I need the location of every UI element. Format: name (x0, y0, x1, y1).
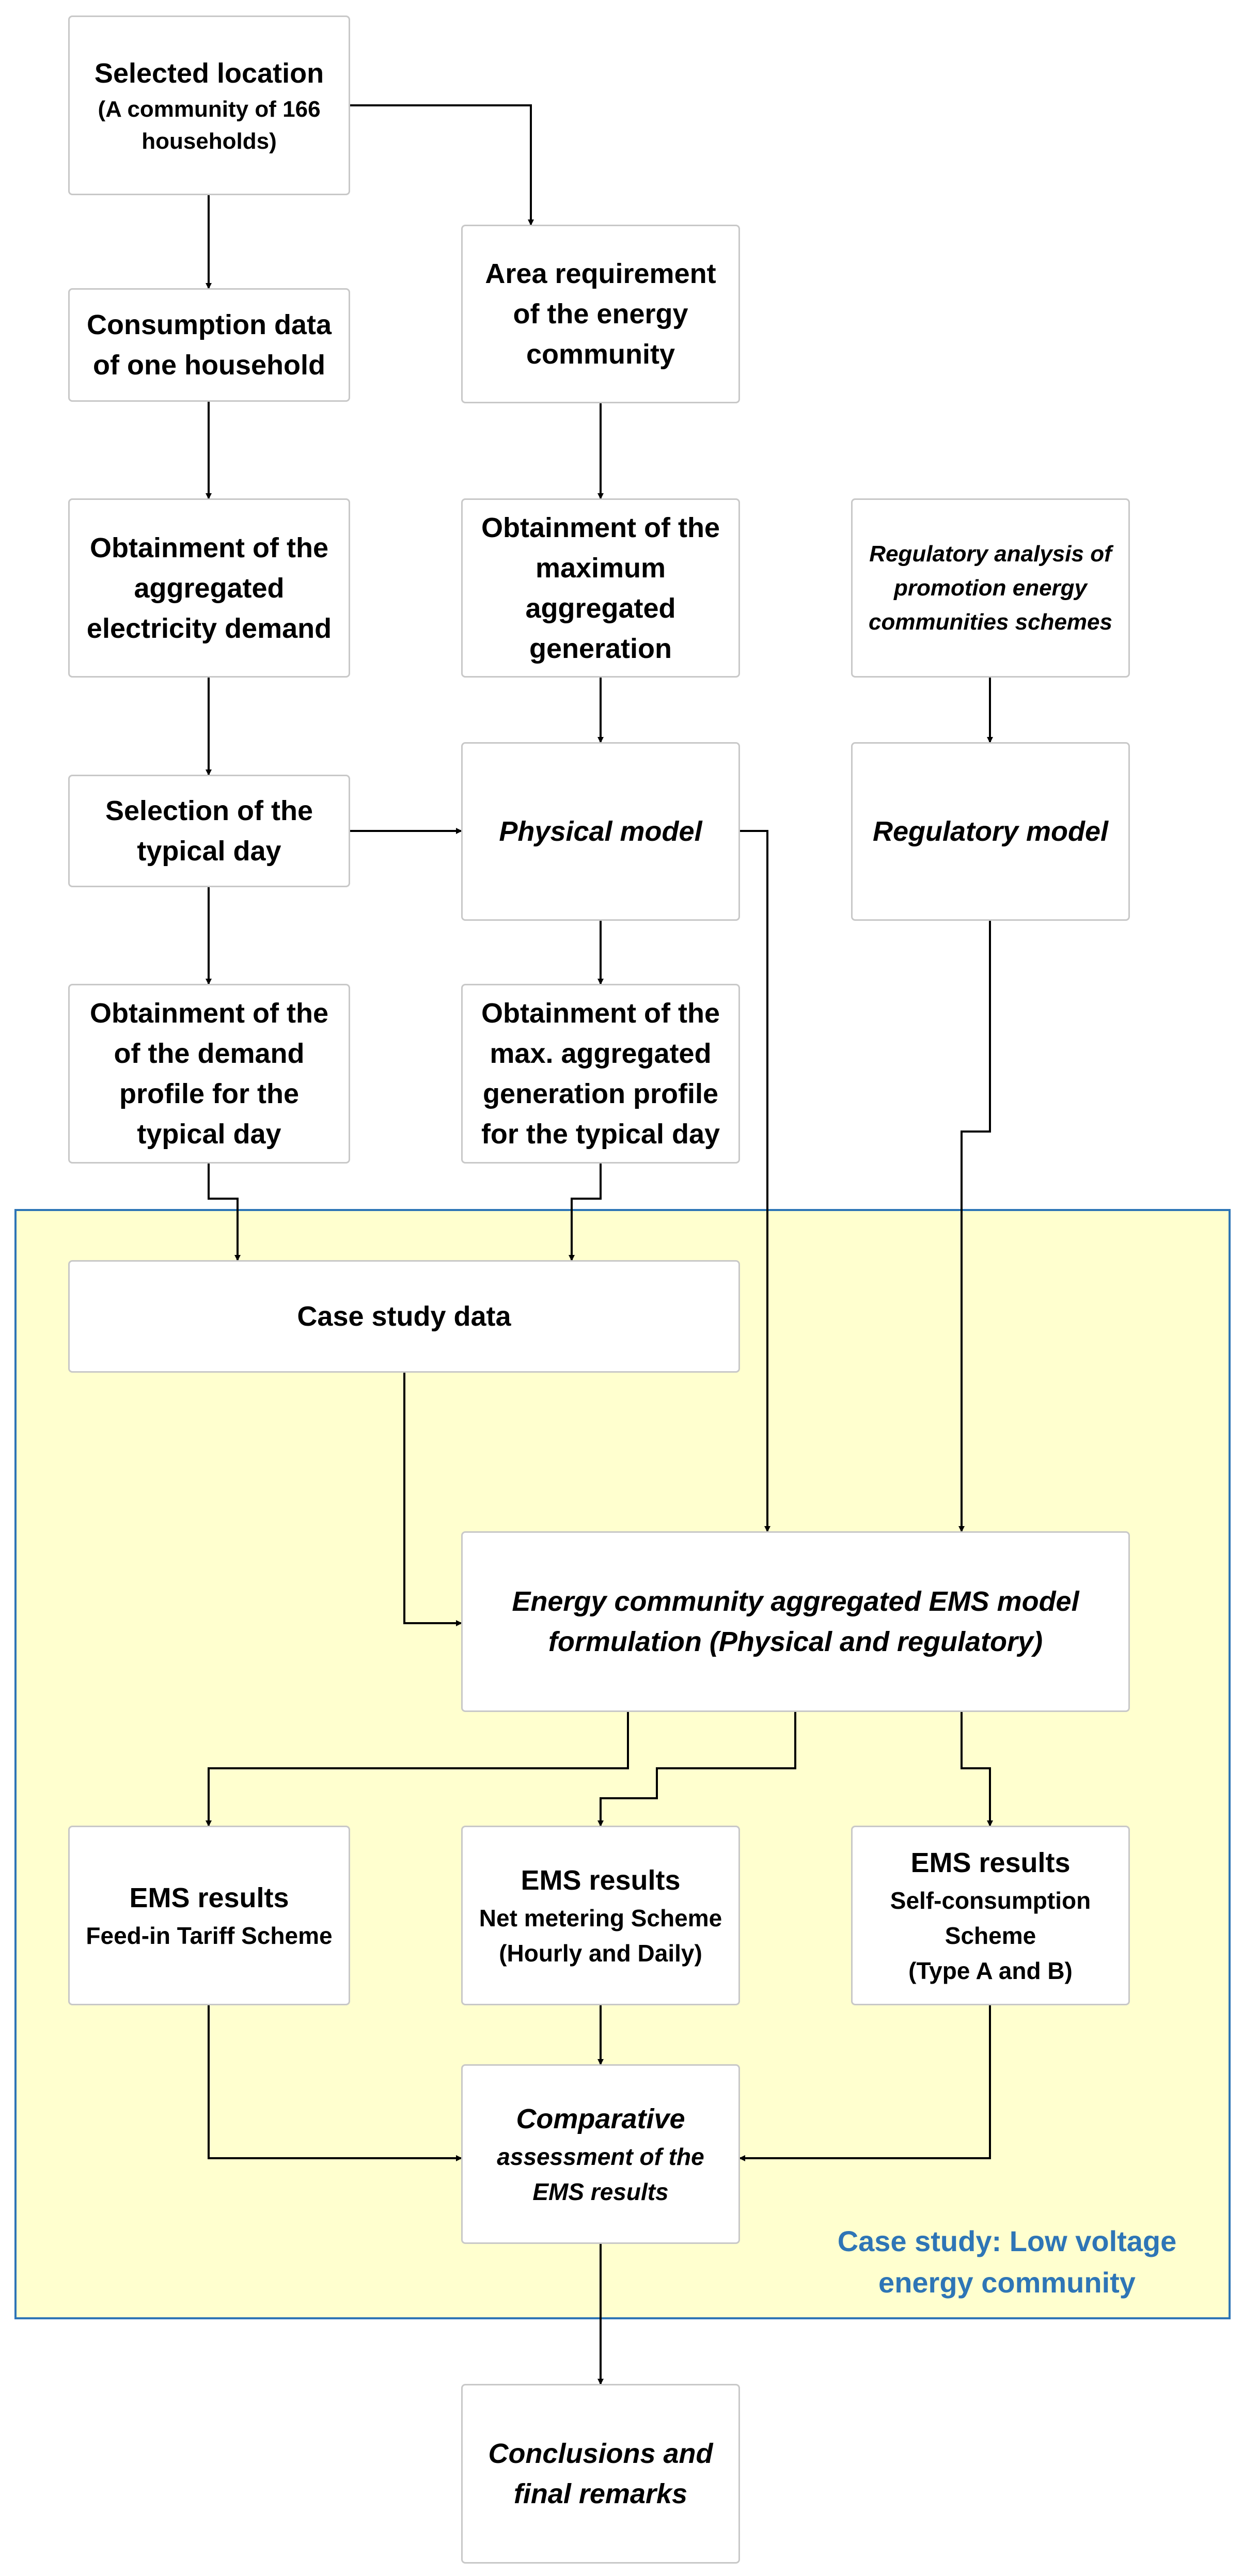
regulatory-analysis-node: Regulatory analysis of promotion energy … (851, 498, 1130, 678)
aggregated-demand-label: Obtainment of the aggregated electricity… (86, 532, 332, 644)
demand-profile-node: Obtainment of the of the demand profile … (68, 984, 350, 1164)
generation-profile-node: Obtainment of the max. aggregated genera… (461, 984, 740, 1164)
demand-profile-label: Obtainment of the of the demand profile … (90, 998, 328, 1150)
ems-net-subtitle: Net metering Scheme (Hourly and Daily) (479, 1905, 722, 1967)
ems-self-node: EMS results Self-consumption Scheme (Typ… (851, 1826, 1130, 2005)
case-study-data-node: Case study data (68, 1260, 740, 1373)
conclusions-label: Conclusions and final remarks (488, 2438, 713, 2509)
max-generation-node: Obtainment of the maximum aggregated gen… (461, 498, 740, 678)
ems-fit-title: EMS results (129, 1882, 289, 1913)
edge-ems-to-fit (206, 1712, 629, 1827)
aggregated-demand-node: Obtainment of the aggregated electricity… (68, 498, 350, 678)
generation-profile-label: Obtainment of the max. aggregated genera… (481, 998, 720, 1150)
physical-model-node: Physical model (461, 742, 740, 921)
area-requirement-node: Area requirement of the energy community (461, 225, 740, 403)
ems-formulation-label: Energy community aggregated EMS model fo… (512, 1586, 1079, 1657)
edge-physical-to-ems (740, 830, 770, 1532)
edge-ems-to-net (597, 1712, 796, 1827)
comparative-title: Comparative (516, 2103, 685, 2134)
case-study-region-label: Case study: Low voltage energy community (837, 2225, 1177, 2299)
typical-day-node: Selection of the typical day (68, 775, 350, 887)
typical-day-label: Selection of the typical day (105, 795, 313, 867)
area-requirement-label: Area requirement of the energy community (485, 258, 716, 370)
edge-casestudy-to-ems (403, 1373, 462, 1626)
max-generation-label: Obtainment of the maximum aggregated gen… (481, 512, 720, 664)
edge-self-to-comparative (739, 2005, 991, 2161)
edge-ems-to-self (961, 1712, 993, 1827)
comparative-subtitle: assessment of the EMS results (497, 2143, 704, 2205)
edge-location-to-area (350, 104, 534, 226)
selected-location-title: Selected location (94, 58, 324, 89)
selected-location-subtitle: (A community of 166 households) (98, 97, 321, 154)
regulatory-analysis-label: Regulatory analysis of promotion energy … (869, 541, 1112, 635)
consumption-data-label: Consumption data of one household (87, 309, 332, 381)
ems-fit-subtitle: Feed-in Tariff Scheme (86, 1922, 333, 1949)
edge-demandprofile-to-casestudy (208, 1164, 241, 1261)
edge-regulatory-to-ems (958, 921, 991, 1532)
ems-self-subtitle: Self-consumption Scheme (Type A and B) (890, 1887, 1091, 1984)
ems-self-title: EMS results (910, 1847, 1071, 1878)
ems-net-title: EMS results (521, 1865, 681, 1896)
case-study-data-label: Case study data (297, 1301, 511, 1332)
ems-fit-node: EMS results Feed-in Tariff Scheme (68, 1826, 350, 2005)
regulatory-model-label: Regulatory model (872, 816, 1109, 847)
edge-genprofile-to-casestudy (569, 1164, 602, 1261)
physical-model-label: Physical model (499, 816, 702, 847)
consumption-data-node: Consumption data of one household (68, 288, 350, 402)
selected-location-node: Selected location (A community of 166 ho… (68, 15, 350, 195)
regulatory-model-node: Regulatory model (851, 742, 1130, 921)
comparative-node: Comparative assessment of the EMS result… (461, 2064, 740, 2244)
ems-formulation-node: Energy community aggregated EMS model fo… (461, 1531, 1130, 1712)
conclusions-node: Conclusions and final remarks (461, 2384, 740, 2564)
ems-net-node: EMS results Net metering Scheme (Hourly … (461, 1826, 740, 2005)
edge-fit-to-comparative (208, 2005, 462, 2161)
